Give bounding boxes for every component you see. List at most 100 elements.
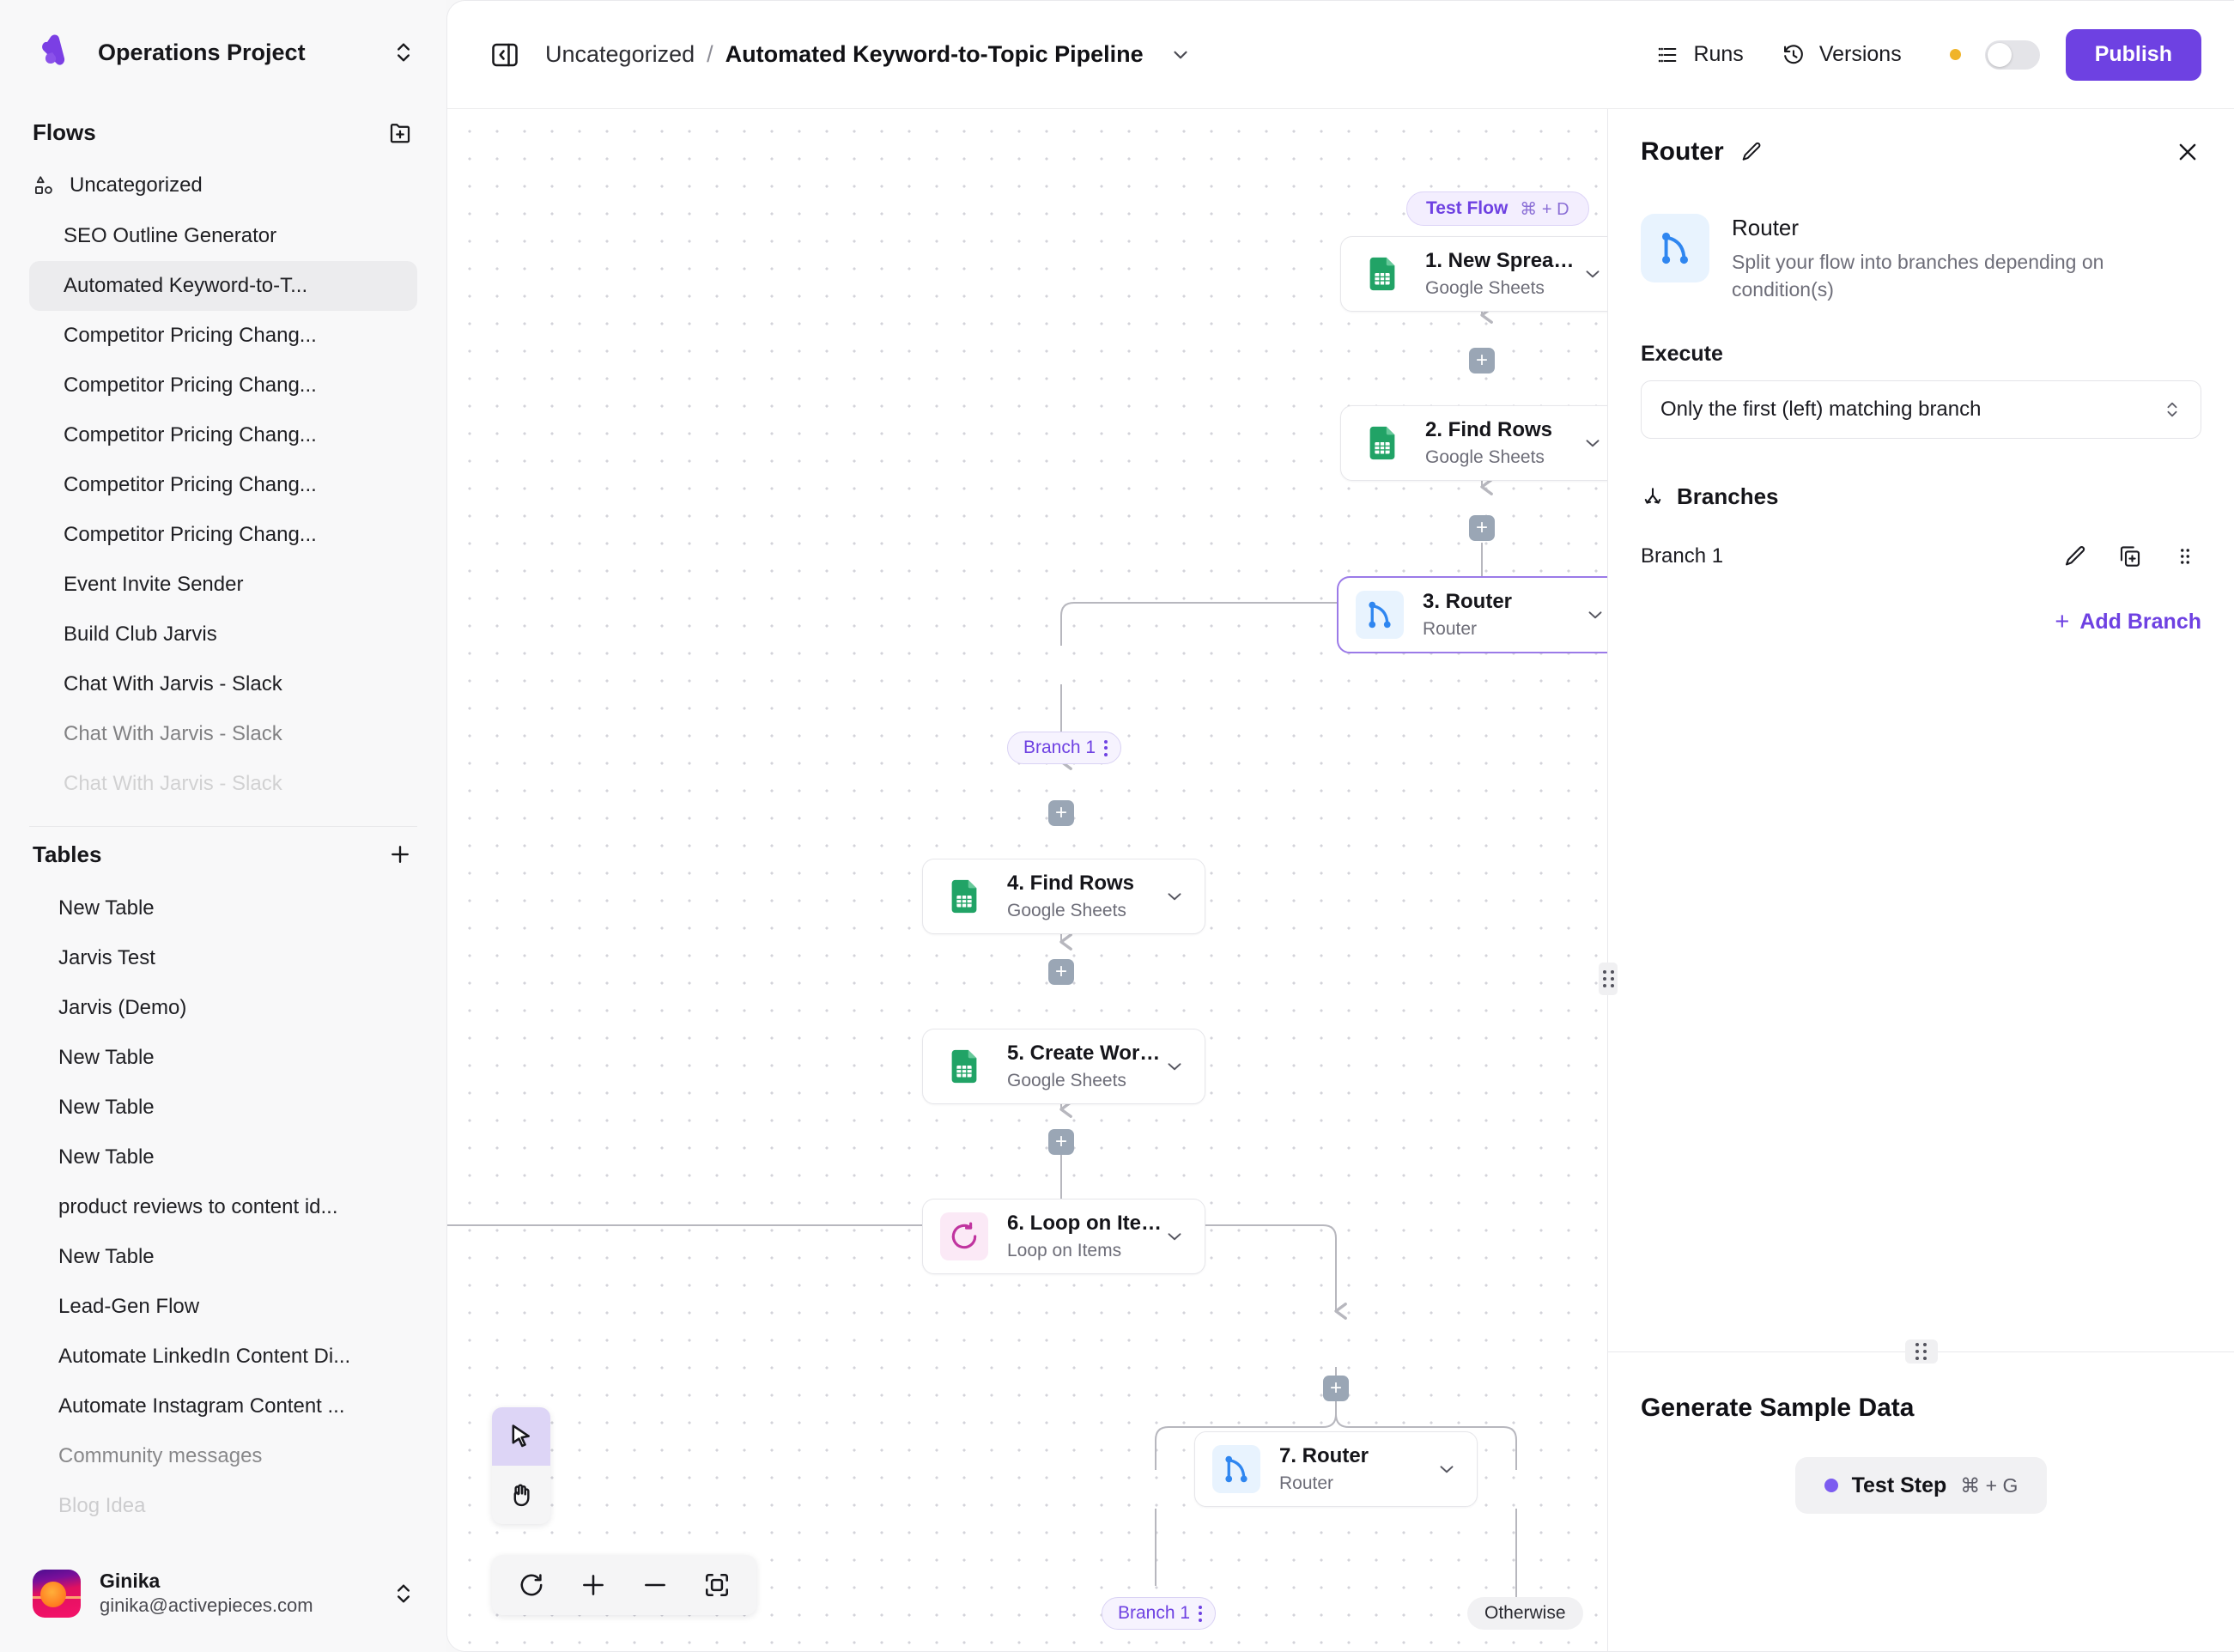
flow-list: SEO Outline Generator Automated Keyword-…: [0, 211, 446, 809]
list-item[interactable]: New Table: [58, 1245, 155, 1268]
flow-enabled-toggle[interactable]: [1984, 39, 2040, 70]
user-name: Ginika: [100, 1569, 161, 1592]
branch-chip-label: Branch 1: [1118, 1603, 1191, 1623]
user-profile[interactable]: Ginika ginika@activepieces.com: [0, 1535, 446, 1652]
flow-node-create-worksheet[interactable]: 5. Create Worksheet Google Sheets: [922, 1029, 1205, 1104]
panel-splitter[interactable]: [1608, 1339, 2234, 1364]
list-item[interactable]: New Table: [58, 1145, 155, 1169]
chevron-down-icon[interactable]: [1169, 44, 1192, 66]
chevron-down-icon[interactable]: [1581, 432, 1604, 454]
tables-section-header: Tables: [0, 827, 446, 882]
node-subtitle: Loop on Items: [1007, 1240, 1122, 1260]
google-sheets-icon: [1358, 250, 1406, 298]
flow-node-loop-on-items[interactable]: 6. Loop on Items Loop on Items: [922, 1199, 1205, 1274]
flow-node-new-spreadsheet[interactable]: 1. New Spreadsheet Google Sheets: [1340, 236, 1607, 312]
copy-plus-icon[interactable]: [2114, 540, 2146, 573]
otherwise-chip-lower[interactable]: Otherwise: [1467, 1597, 1583, 1630]
hand-icon[interactable]: [492, 1466, 550, 1524]
pencil-icon[interactable]: [1739, 140, 1764, 164]
list-item[interactable]: New Table: [58, 1046, 155, 1069]
body-row: Test Flow ⌘ + D 1. New Spreadsh: [447, 109, 2234, 1651]
add-step-button[interactable]: +: [1048, 1129, 1074, 1155]
list-item[interactable]: Automate LinkedIn Content Di...: [58, 1345, 351, 1368]
zoom-in-icon[interactable]: [562, 1555, 624, 1615]
list-item[interactable]: Jarvis (Demo): [58, 996, 187, 1019]
add-step-button[interactable]: +: [1469, 515, 1495, 541]
flow-item[interactable]: Competitor Pricing Chang...: [64, 523, 317, 546]
node-text: 4. Find Rows Google Sheets: [1007, 871, 1163, 922]
flow-item[interactable]: Competitor Pricing Chang...: [64, 324, 317, 347]
branch-options-icon[interactable]: [1104, 739, 1108, 756]
flow-node-find-rows-4[interactable]: 4. Find Rows Google Sheets: [922, 859, 1205, 934]
add-step-button[interactable]: +: [1323, 1376, 1349, 1401]
flow-item[interactable]: Event Invite Sender: [64, 573, 244, 596]
chevron-down-icon[interactable]: [1581, 263, 1604, 285]
grip-dots-icon[interactable]: [2169, 540, 2201, 573]
flow-item[interactable]: Chat With Jarvis - Slack: [64, 672, 282, 695]
execute-select[interactable]: Only the first (left) matching branch: [1641, 380, 2201, 440]
add-step-button[interactable]: +: [1048, 800, 1074, 826]
folder-label: Uncategorized: [70, 173, 203, 197]
node-text: 1. New Spreadsheet Google Sheets: [1425, 248, 1581, 300]
list-item[interactable]: Blog Idea: [58, 1494, 146, 1517]
chevron-down-icon[interactable]: [1436, 1458, 1458, 1480]
runs-button[interactable]: Runs: [1636, 30, 1762, 80]
test-step-button[interactable]: Test Step ⌘ + G: [1794, 1457, 2048, 1514]
fit-view-icon[interactable]: [686, 1555, 748, 1615]
branch-chip-label: Branch 1: [1023, 738, 1096, 757]
plus-icon[interactable]: [386, 841, 414, 868]
user-switcher-icon[interactable]: [392, 1582, 416, 1606]
list-item[interactable]: Lead-Gen Flow: [58, 1295, 200, 1318]
project-switcher-icon[interactable]: [392, 40, 416, 64]
sample-data-title: Generate Sample Data: [1641, 1394, 1915, 1422]
flow-item[interactable]: Build Club Jarvis: [64, 623, 217, 646]
test-flow-chip[interactable]: Test Flow ⌘ + D: [1406, 191, 1589, 226]
flow-item[interactable]: Chat With Jarvis - Slack: [64, 722, 282, 745]
branch-chip-1-lower[interactable]: Branch 1: [1102, 1597, 1217, 1630]
breadcrumb-folder[interactable]: Uncategorized: [545, 41, 695, 67]
cursor-arrow-icon[interactable]: [492, 1407, 550, 1466]
chevron-down-icon[interactable]: [1163, 1055, 1186, 1078]
chevron-down-icon[interactable]: [1163, 885, 1186, 908]
flow-item[interactable]: SEO Outline Generator: [64, 224, 277, 247]
flow-node-router-3[interactable]: 3. Router Router: [1338, 577, 1607, 653]
flow-item[interactable]: Competitor Pricing Chang...: [64, 473, 317, 496]
shapes-icon: [33, 174, 55, 197]
list-item[interactable]: Community messages: [58, 1444, 263, 1467]
list-item[interactable]: New Table: [58, 896, 155, 920]
add-step-button[interactable]: +: [1469, 348, 1495, 374]
list-item[interactable]: Jarvis Test: [58, 946, 155, 969]
sidebar-header: Operations Project: [0, 0, 446, 105]
rotate-cw-icon[interactable]: [501, 1555, 562, 1615]
panel-resize-handle[interactable]: [1599, 963, 1618, 995]
pencil-icon[interactable]: [2059, 540, 2091, 573]
flow-item-active[interactable]: Automated Keyword-to-T...: [29, 261, 417, 311]
list-item[interactable]: Automate Instagram Content ...: [58, 1394, 345, 1418]
list-item[interactable]: New Table: [58, 1096, 155, 1119]
panel-collapse-icon[interactable]: [489, 39, 521, 71]
zoom-out-icon[interactable]: [624, 1555, 686, 1615]
flow-item[interactable]: Chat With Jarvis - Slack: [64, 772, 282, 795]
flow-item[interactable]: Competitor Pricing Chang...: [64, 374, 317, 397]
piece-text: Router Split your flow into branches dep…: [1732, 214, 2201, 304]
test-flow-shortcut: ⌘ + D: [1520, 199, 1569, 219]
folder-uncategorized[interactable]: Uncategorized: [0, 160, 446, 211]
list-item[interactable]: product reviews to content id...: [58, 1195, 338, 1218]
add-branch-button[interactable]: + Add Branch: [1641, 610, 2201, 635]
versions-button[interactable]: Versions: [1763, 30, 1921, 80]
branch-options-icon[interactable]: [1199, 1605, 1203, 1622]
flow-item[interactable]: Competitor Pricing Chang...: [64, 423, 317, 446]
add-step-button[interactable]: +: [1048, 959, 1074, 985]
flow-node-find-rows[interactable]: 2. Find Rows Google Sheets: [1340, 405, 1607, 481]
close-icon[interactable]: [2174, 138, 2201, 166]
flow-canvas[interactable]: Test Flow ⌘ + D 1. New Spreadsh: [447, 109, 1607, 1651]
flows-section-title: Flows: [33, 118, 96, 145]
chevron-down-icon[interactable]: [1584, 604, 1606, 626]
history-icon: [1782, 43, 1806, 67]
folder-plus-icon[interactable]: [386, 118, 414, 146]
branch-chip-1[interactable]: Branch 1: [1007, 732, 1122, 764]
chevron-down-icon[interactable]: [1163, 1225, 1186, 1248]
branch-row[interactable]: Branch 1: [1641, 531, 2201, 582]
flow-node-router-7[interactable]: 7. Router Router: [1194, 1431, 1478, 1507]
publish-button[interactable]: Publish: [2065, 28, 2201, 81]
